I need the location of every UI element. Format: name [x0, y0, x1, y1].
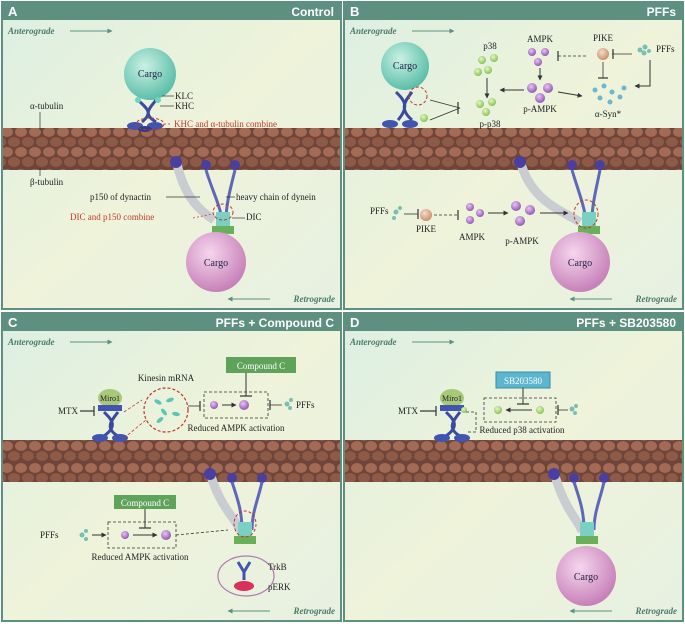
perk-label: pERK [268, 582, 291, 592]
p-ampk-label: p-AMPK [523, 104, 557, 114]
ampk-dots [528, 48, 549, 66]
klc-label: KLC [175, 91, 193, 101]
reduced-ampk-top-label: Reduced AMPK activation [188, 423, 285, 433]
pffs-label: PFFs [656, 44, 675, 54]
dic-label: DIC [246, 212, 262, 222]
trkb-perk-circle [217, 555, 275, 597]
cargo-pink [550, 232, 610, 292]
microtubule [3, 440, 340, 482]
p-ampk-dots [527, 83, 553, 103]
pike-label: PIKE [593, 33, 614, 43]
miro-label: Miro1 [442, 394, 462, 403]
kinesin-mrna [154, 397, 180, 423]
cargo-top-label: Cargo [393, 61, 417, 72]
dynactin-arm [171, 158, 217, 224]
kinesin-mrna-label: Kinesin mRNA [138, 373, 195, 383]
panel-a-title: Control [291, 5, 334, 19]
alpha-tubulin-label: α-tubulin [30, 101, 64, 111]
microtubule [345, 440, 682, 482]
p38-dots [474, 54, 498, 76]
microtubule [345, 128, 682, 170]
cargo-pink [186, 232, 246, 292]
panel-c-title: PFFs + Compound C [216, 316, 335, 330]
pffs-low-cluster [392, 206, 402, 220]
pffs-low-label: PFFs [40, 530, 59, 540]
compound-c-top-box [226, 357, 296, 373]
p38-label: p38 [483, 41, 497, 51]
panel-d-title: PFFs + SB203580 [576, 316, 676, 330]
pffs-top-label: PFFs [296, 400, 315, 410]
cargo-bottom-label: Cargo [204, 258, 228, 269]
dynein-head [170, 156, 182, 168]
cargo-top-label: Cargo [138, 69, 162, 80]
panel-a-letter: A [8, 4, 18, 19]
panel-c-letter: C [8, 315, 18, 330]
dic-combine-label: DIC and p150 combine [70, 212, 154, 222]
cargo-bottom-label: Cargo [568, 258, 592, 269]
panel-b-letter: B [350, 4, 359, 19]
dic-combine-circle [212, 203, 234, 221]
khc-label: KHC [175, 101, 194, 111]
perk-blob [234, 581, 254, 591]
pike-dot [597, 48, 609, 60]
panel-b-retrograde: Retrograde [635, 294, 678, 304]
cargo-label: Cargo [574, 572, 598, 583]
pffs-low-label: PFFs [370, 206, 389, 216]
p150-label: p150 of dynactin [90, 192, 151, 202]
compound-c-top-label: Compound C [237, 361, 285, 371]
panel-d-anterograde: Anterograde [349, 337, 397, 347]
panel-d: D PFFs + SB203580 Anterograde Retrograde… [343, 312, 684, 622]
miro-dot [98, 389, 122, 407]
cargo-teal [124, 48, 176, 100]
reduced-ampk-low-label: Reduced AMPK activation [92, 552, 189, 562]
p-ampk-low-label: p-AMPK [505, 236, 539, 246]
mtx-label: MTX [58, 406, 79, 416]
asyn-label: α-Syn* [595, 109, 622, 119]
p-p38-dots [476, 98, 496, 116]
trkb-label: TrkB [268, 562, 287, 572]
panel-d-retrograde: Retrograde [635, 606, 678, 616]
asyn-cluster [592, 83, 627, 105]
mtx-label: MTX [398, 406, 419, 416]
panel-a-anterograde: Anterograde [7, 26, 55, 36]
panel-b: B PFFs Anterograde Retrograde Cargo p38 … [343, 1, 684, 310]
pffs-cluster [637, 44, 651, 56]
panel-a: A Control Anterograde Retrograde Cargo K… [1, 1, 342, 310]
panel-c-retrograde: Retrograde [293, 606, 336, 616]
compound-c-low-label: Compound C [121, 498, 169, 508]
panel-b-title: PFFs [647, 5, 677, 19]
cargo-pink [556, 546, 616, 606]
kinesin-mrna-circle [143, 387, 189, 433]
dic-block [216, 212, 230, 226]
panel-b-anterograde: Anterograde [349, 26, 397, 36]
compound-c-low-box [114, 495, 176, 509]
panel-a-retrograde: Retrograde [293, 294, 336, 304]
cargo-teal [381, 42, 429, 90]
panel-d-letter: D [350, 315, 359, 330]
p-p38-label: p-p38 [480, 119, 501, 129]
panel-c-anterograde: Anterograde [7, 337, 55, 347]
sb203580-label: SB203580 [504, 376, 543, 386]
ampk-low-label: AMPK [459, 232, 486, 242]
beta-tubulin-label: β-tubulin [30, 177, 64, 187]
miro-label: Miro1 [100, 394, 120, 403]
reduced-p38-label: Reduced p38 activation [480, 425, 565, 435]
heavy-chain-label: heavy chain of dynein [236, 192, 316, 202]
pike-low-label: PIKE [416, 224, 437, 234]
khc-combine-label: KHC and α-tubulin combine [174, 119, 277, 129]
panel-c: C PFFs + Compound C Anterograde Retrogra… [1, 312, 342, 622]
ampk-label: AMPK [527, 34, 554, 44]
